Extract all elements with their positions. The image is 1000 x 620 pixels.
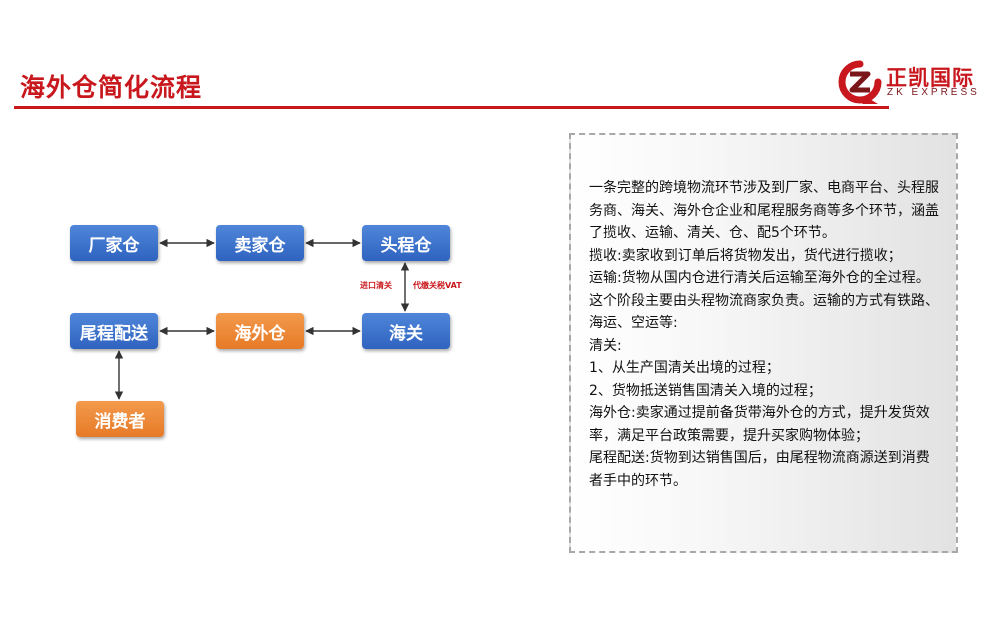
page-title: 海外仓简化流程 xyxy=(20,73,203,102)
node-last-mile-delivery: 尾程配送 xyxy=(70,313,158,349)
flow-diagram: 厂家仓 卖家仓 头程仓 海关 海外仓 尾程配送 消费者 进口清关 代缴关税VAT xyxy=(70,225,462,437)
description-line: 了揽收、运输、清关、仓、配5个环节。 xyxy=(589,225,836,241)
description-line: 海外仓:卖家通过提前备货带海外仓的方式，提升发货效 xyxy=(589,405,930,421)
description-line: 1、从生产国清关出境的过程； xyxy=(589,360,780,376)
node-first-leg-warehouse: 头程仓 xyxy=(362,225,450,261)
description-line: 海运、空运等: xyxy=(589,315,678,331)
description-line: 一条完整的跨境物流环节涉及到厂家、电商平台、头程服 xyxy=(589,180,939,196)
description-line: 率，满足平台政策需要，提升买家购物体验； xyxy=(589,427,869,444)
description-line: 揽收:卖家收到订单后将货物发出，货代进行揽收； xyxy=(589,247,902,264)
node-seller-warehouse: 卖家仓 xyxy=(216,225,304,261)
logo-text-en: ZK EXPRESS xyxy=(887,87,980,98)
logo-text-cn: 正凯国际 xyxy=(886,66,974,90)
description-line: 2、货物抵送销售国清关入境的过程； xyxy=(589,382,822,399)
description-line: 运输:货物从国内仓进行清关后运输至海外仓的全过程。 xyxy=(589,270,930,286)
node-overseas-warehouse: 海外仓 xyxy=(216,313,304,349)
flow-connectors xyxy=(114,238,410,400)
description-line: 务商、海关、海外仓企业和尾程服务商等多个环节，涵盖 xyxy=(589,202,939,219)
description-panel: 一条完整的跨境物流环节涉及到厂家、电商平台、头程服 务商、海关、海外仓企业和尾程… xyxy=(569,133,958,553)
title-divider xyxy=(14,106,889,109)
description-line: 尾程配送:货物到达销售国后，由尾程物流商源送到消费 xyxy=(589,450,930,466)
zk-logo-mark-icon xyxy=(838,60,882,104)
node-consumer: 消费者 xyxy=(76,401,164,437)
label-vat: 代缴关税VAT xyxy=(413,281,462,290)
node-customs: 海关 xyxy=(362,313,450,349)
description-line: 者手中的环节。 xyxy=(589,472,687,489)
company-logo: 正凯国际 ZK EXPRESS xyxy=(838,60,988,104)
description-line: 这个阶段主要由头程物流商家负责。运输的方式有铁路、 xyxy=(589,292,939,309)
node-factory-warehouse: 厂家仓 xyxy=(70,225,158,261)
label-import-clearance: 进口清关 xyxy=(360,281,392,290)
description-line: 清关: xyxy=(589,337,622,354)
